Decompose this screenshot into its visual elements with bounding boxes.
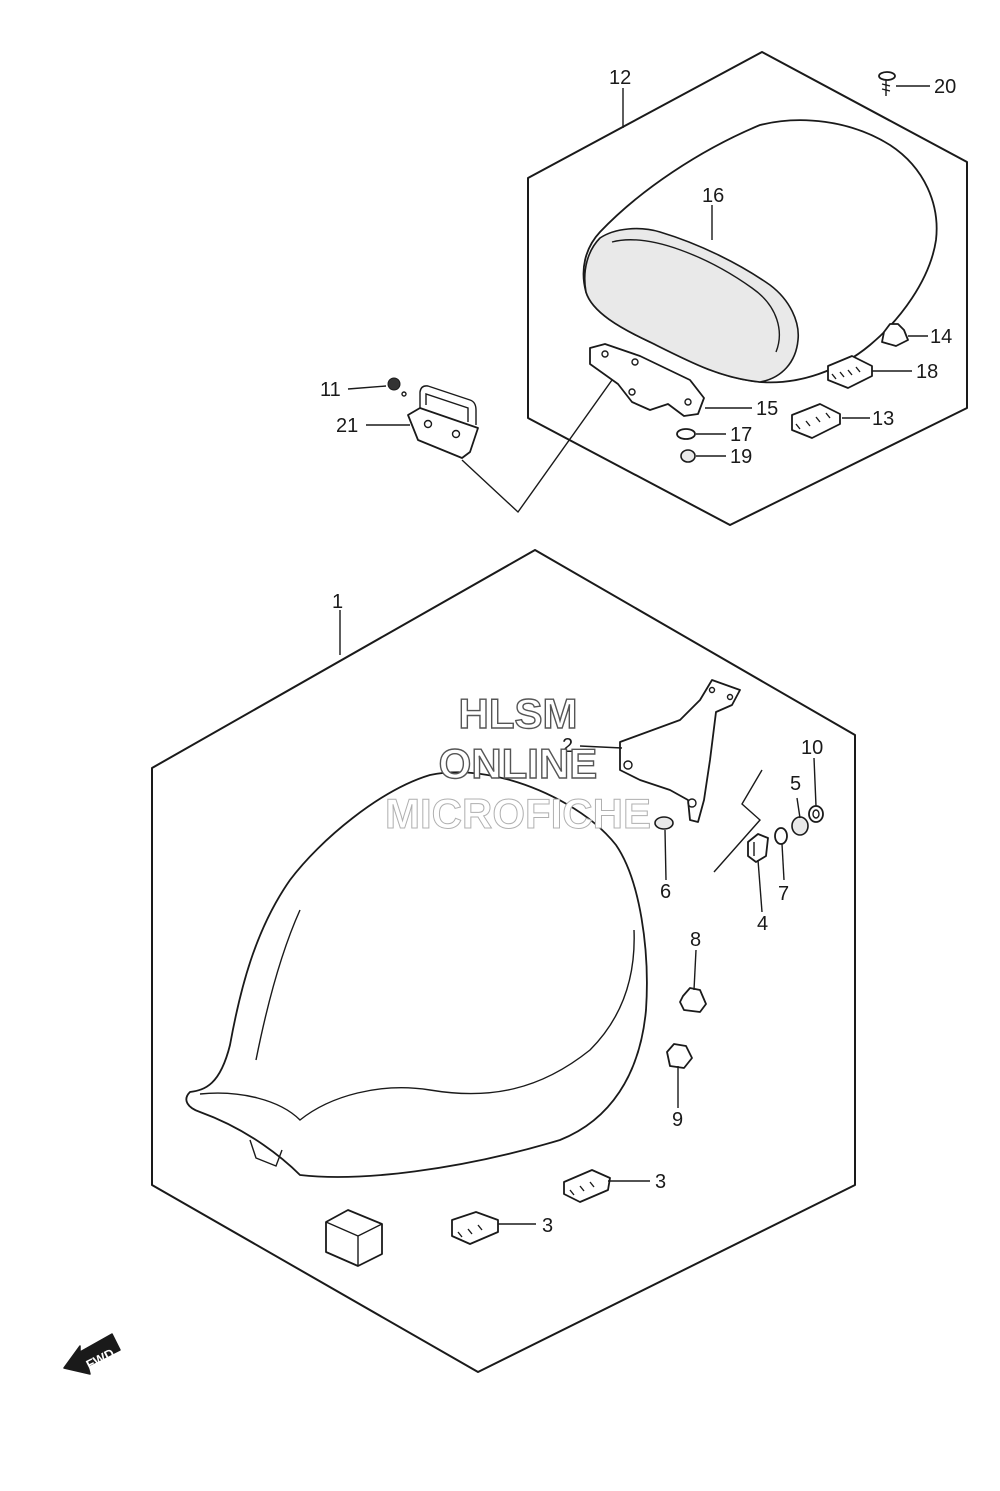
callout-4: 4: [757, 913, 768, 935]
rear-seat-assembly: [387, 51, 968, 526]
grab-handle-bracket: [387, 377, 479, 459]
callout-11: 11: [320, 379, 341, 401]
front-seat-cushion: [185, 771, 648, 1178]
callout-3-right: 3: [655, 1171, 666, 1193]
watermark-line-3: MICROFICHE: [385, 790, 651, 837]
callout-8: 8: [690, 929, 701, 951]
nut: [680, 449, 696, 463]
callout-17: 17: [730, 424, 752, 446]
washer: [676, 428, 696, 440]
seat-rubber-left: [451, 1211, 499, 1245]
washer-right: [791, 816, 809, 836]
seat-cushion-rubber-lower: [666, 1043, 693, 1069]
callout-7: 7: [778, 883, 789, 905]
callout-2: 2: [562, 735, 573, 757]
callout-6: 6: [660, 881, 671, 903]
rubber-cushion: [881, 323, 909, 347]
front-seat-hexagon-frame: [151, 549, 856, 1373]
callout-20: 20: [934, 76, 956, 98]
accessory-box: [325, 1209, 383, 1267]
callout-19: 19: [730, 446, 752, 468]
callout-10: 10: [801, 737, 823, 759]
callout-9: 9: [672, 1109, 683, 1131]
screw: [878, 71, 896, 96]
seat-cushion-rubber-upper: [679, 987, 707, 1013]
watermark-line-1: HLSM: [459, 690, 578, 737]
rear-seat-cushion: [582, 119, 938, 384]
callout-3-left: 3: [542, 1215, 553, 1237]
fwd-arrow-icon: FWD: [63, 1333, 121, 1375]
callout-15: 15: [756, 398, 778, 420]
watermark-line-2: ONLINE: [439, 740, 598, 787]
callout-leaders: [339, 85, 930, 1225]
callout-5: 5: [790, 773, 801, 795]
seat-mounting-bracket: [619, 679, 763, 873]
seat-rubber-upper: [827, 355, 873, 389]
watermark: HLSM ONLINE MICROFICHE: [385, 689, 652, 837]
callout-1: 1: [332, 591, 343, 613]
callout-16: 16: [702, 185, 724, 207]
callout-13: 13: [872, 408, 894, 430]
callout-labels: 1 2 3 3 4 5 6 7 8 9 10 11 12 13 14 15 16…: [320, 67, 956, 1237]
callout-18: 18: [916, 361, 938, 383]
callout-12: 12: [609, 67, 631, 89]
seat-rubber-lower: [791, 403, 841, 439]
seat-rubber-right: [563, 1169, 611, 1203]
seat-bracket: [589, 343, 705, 417]
spacer: [774, 827, 788, 845]
rear-seat-hexagon-frame: [527, 51, 968, 526]
lock-nut: [808, 805, 824, 823]
seat-hook-bush: [747, 833, 769, 863]
callout-21: 21: [336, 415, 358, 437]
front-seat-assembly: [151, 549, 856, 1373]
washer-left: [654, 816, 674, 830]
callout-14: 14: [930, 326, 952, 348]
